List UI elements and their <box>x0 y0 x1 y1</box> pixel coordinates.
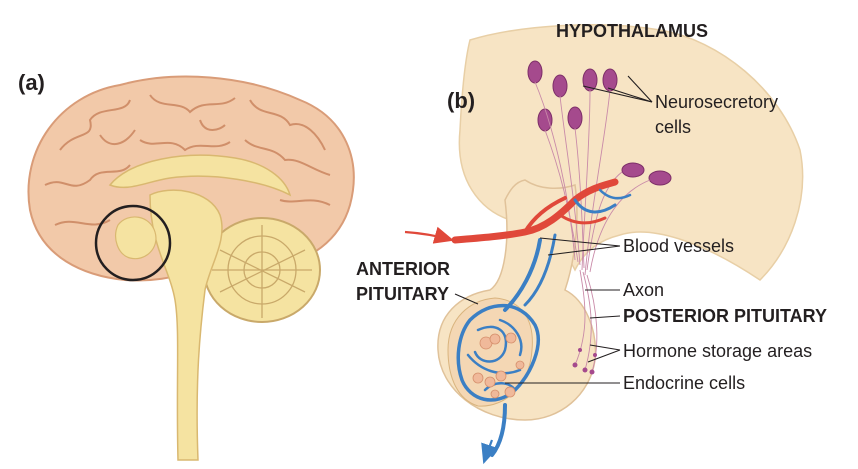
label-anterior-line2: PITUITARY <box>356 284 449 304</box>
label-hormone-storage: Hormone storage areas <box>623 341 812 361</box>
label-blood-vessels: Blood vessels <box>623 236 734 256</box>
brainstem <box>150 190 222 460</box>
panel-label-b: (b) <box>447 88 475 113</box>
pituitary-region <box>116 217 156 259</box>
label-anterior-line1: ANTERIOR <box>356 259 450 279</box>
label-hypothalamus: HYPOTHALAMUS <box>556 21 708 41</box>
label-neurosecretory-line2: cells <box>655 117 691 137</box>
blood-out-arrow <box>484 440 492 462</box>
blood-in-arrow <box>405 232 452 240</box>
label-posterior-pituitary: POSTERIOR PITUITARY <box>623 306 827 326</box>
label-axon: Axon <box>623 280 664 300</box>
brain-illustration <box>28 77 353 460</box>
label-endocrine-cells: Endocrine cells <box>623 373 745 393</box>
panel-label-a: (a) <box>18 70 45 95</box>
label-neurosecretory-line1: Neurosecretory <box>655 92 778 112</box>
